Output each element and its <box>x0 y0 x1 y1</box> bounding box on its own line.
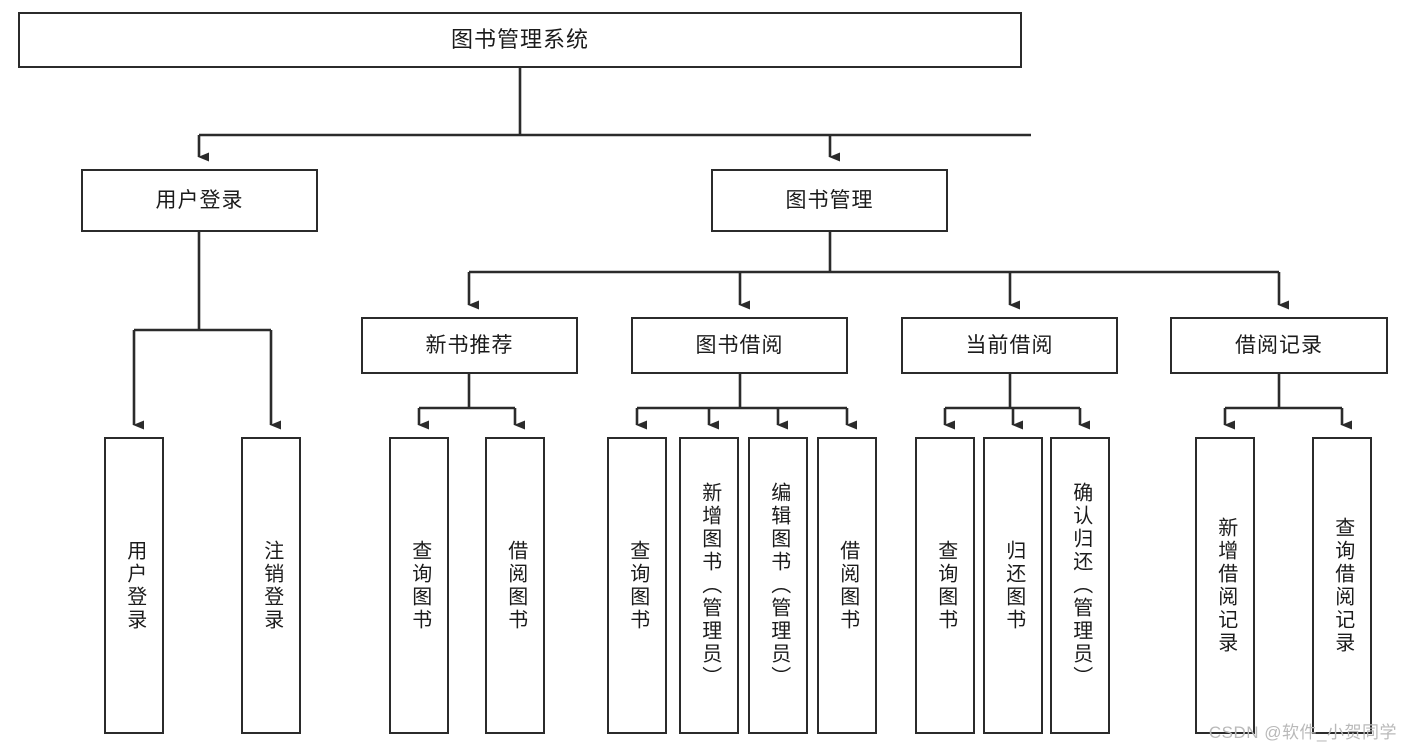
node-current-borrow[interactable]: 当前借阅 <box>901 317 1118 374</box>
node-book-management[interactable]: 图书管理 <box>711 169 948 232</box>
leaf-return-book[interactable]: 归还图书 <box>983 437 1043 734</box>
leaf-label: 确认归还（管理员） <box>1069 482 1092 689</box>
leaf-label: 编辑图书（管理员） <box>767 482 790 689</box>
leaf-confirm-return[interactable]: 确认归还（管理员） <box>1050 437 1110 734</box>
leaf-label: 注销登录 <box>260 539 283 632</box>
csdn-watermark: CSDN @软件_小贺同学 <box>1208 723 1397 742</box>
leaf-edit-book[interactable]: 编辑图书（管理员） <box>748 437 808 734</box>
node-book-borrow[interactable]: 图书借阅 <box>631 317 848 374</box>
leaf-query-book-current[interactable]: 查询图书 <box>915 437 975 734</box>
leaf-label: 查询图书 <box>934 539 957 632</box>
leaf-user-logout[interactable]: 注销登录 <box>241 437 301 734</box>
leaf-label: 查询图书 <box>626 539 649 632</box>
leaf-label: 用户登录 <box>123 539 146 632</box>
leaf-query-book-recommend[interactable]: 查询图书 <box>389 437 449 734</box>
leaf-label: 借阅图书 <box>504 539 527 632</box>
leaf-query-book-borrow[interactable]: 查询图书 <box>607 437 667 734</box>
leaf-add-book[interactable]: 新增图书（管理员） <box>679 437 739 734</box>
leaf-user-login[interactable]: 用户登录 <box>104 437 164 734</box>
leaf-query-borrow-record[interactable]: 查询借阅记录 <box>1312 437 1372 734</box>
leaf-label: 归还图书 <box>1002 539 1025 632</box>
node-root[interactable]: 图书管理系统 <box>18 12 1022 68</box>
leaf-label: 借阅图书 <box>836 539 859 632</box>
leaf-label: 查询借阅记录 <box>1331 516 1354 655</box>
node-new-book-recommend[interactable]: 新书推荐 <box>361 317 578 374</box>
leaf-label: 查询图书 <box>408 539 431 632</box>
leaf-label: 新增借阅记录 <box>1214 516 1237 655</box>
leaf-label: 新增图书（管理员） <box>698 482 721 689</box>
leaf-borrow-book-recommend[interactable]: 借阅图书 <box>485 437 545 734</box>
leaf-borrow-book-borrow[interactable]: 借阅图书 <box>817 437 877 734</box>
leaf-add-borrow-record[interactable]: 新增借阅记录 <box>1195 437 1255 734</box>
node-user-login[interactable]: 用户登录 <box>81 169 318 232</box>
node-borrow-record[interactable]: 借阅记录 <box>1170 317 1388 374</box>
